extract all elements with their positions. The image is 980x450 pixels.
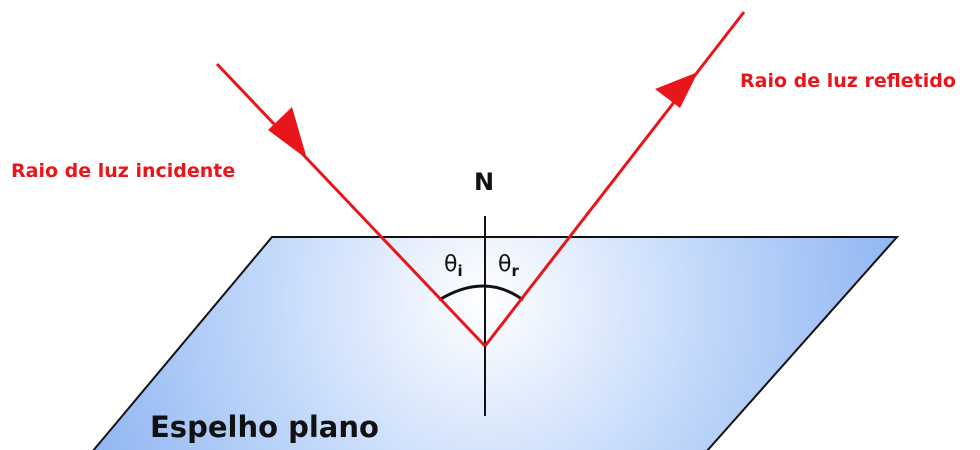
mirror-label: Espelho plano: [150, 410, 379, 444]
reflected-ray: [483, 11, 746, 347]
normal-label: N: [474, 168, 495, 196]
theta-symbol: θ: [444, 252, 458, 277]
incident-ray-label: Raio de luz incidente: [11, 160, 236, 182]
incident-ray: [215, 62, 487, 348]
plane-mirror: [92, 236, 900, 450]
reflected-ray-label: Raio de luz refletido: [740, 70, 956, 92]
angle-arc: [438, 284, 524, 302]
reflected-ray-arrow: [655, 72, 698, 108]
incidence-subscript: i: [457, 262, 463, 280]
theta-symbol: θ: [498, 252, 512, 277]
incident-ray-arrow: [268, 107, 307, 159]
reflection-subscript: r: [511, 262, 519, 280]
incidence-angle-label: θi: [444, 252, 463, 280]
reflection-angle-label: θr: [498, 252, 519, 280]
